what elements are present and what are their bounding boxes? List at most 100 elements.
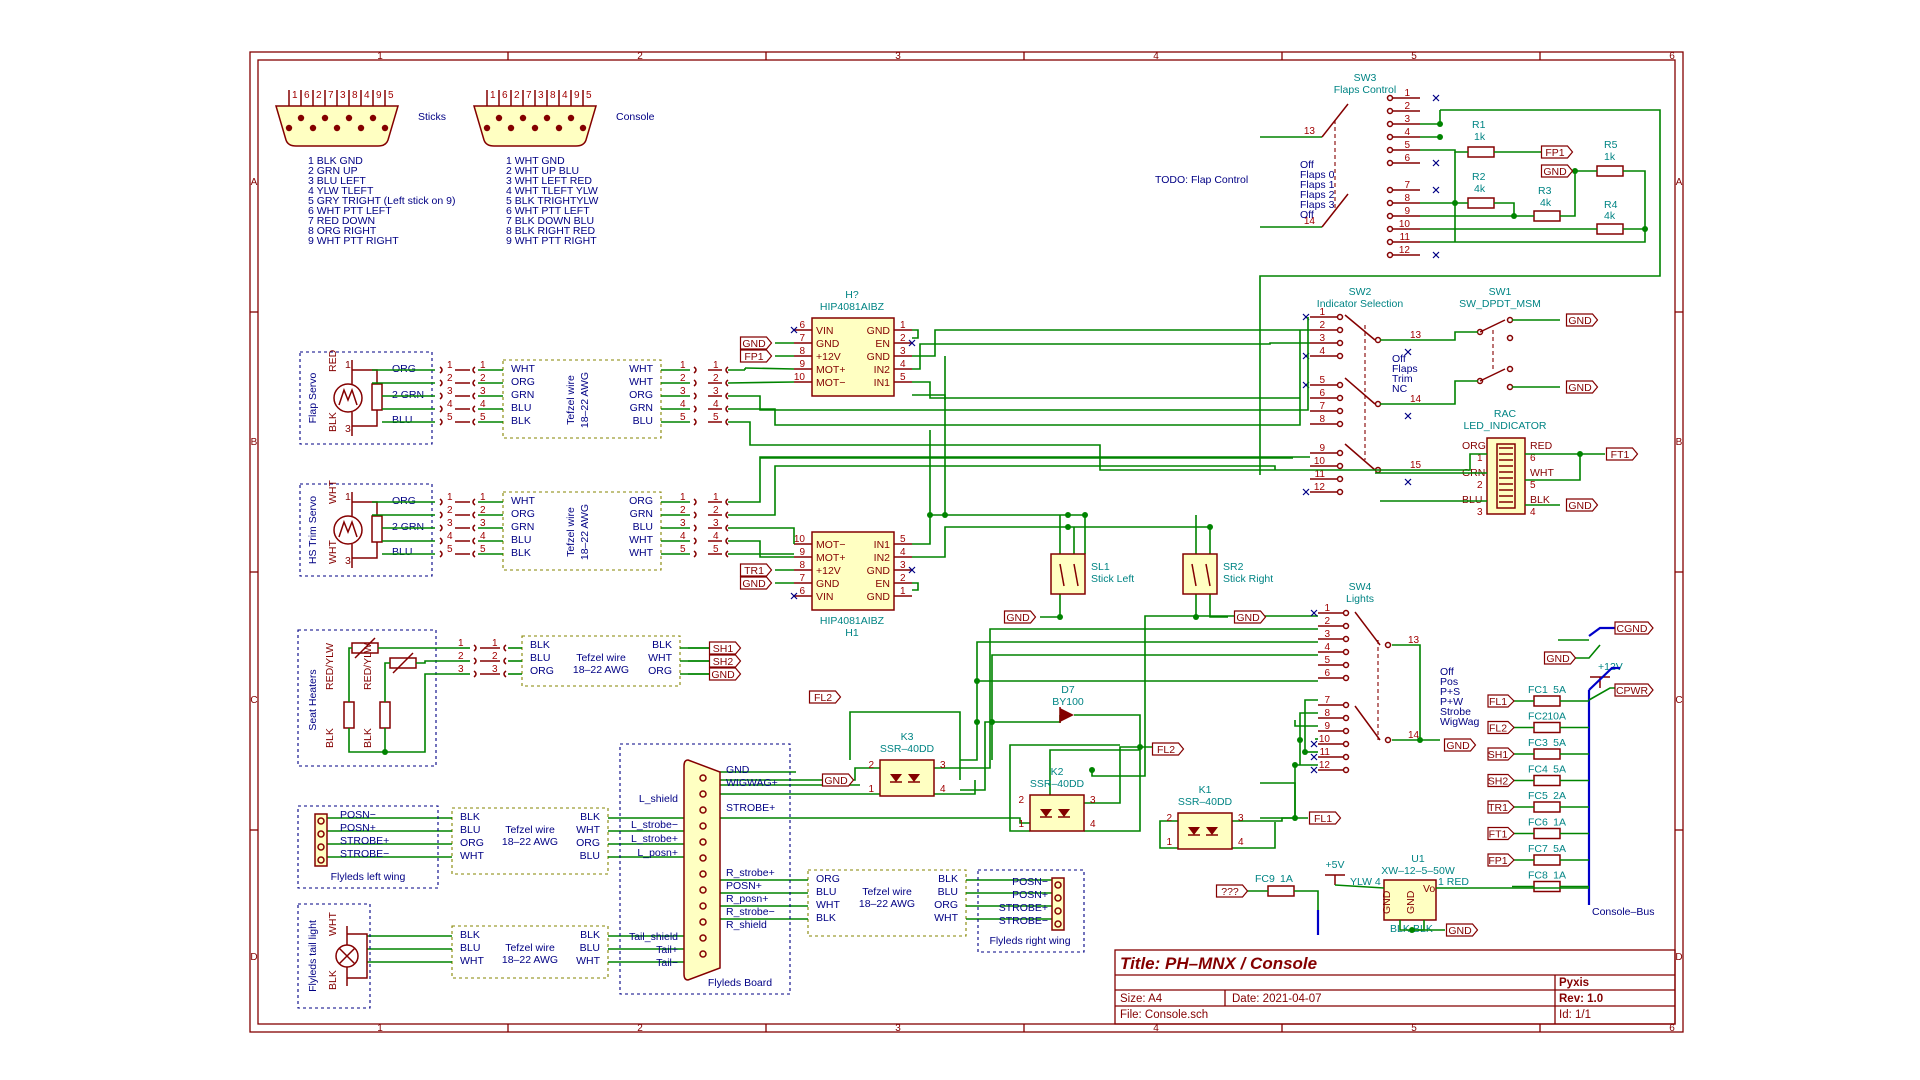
conn-pin-num: 1 [458, 638, 464, 649]
console-legend-line: 9 WHT PTT RIGHT [506, 235, 597, 247]
driver-pin-num: 7 [799, 333, 805, 344]
fuse-ref: FC7 [1528, 843, 1548, 855]
servo-wire-label: BLU [392, 546, 412, 558]
sw1-dpdt: SW1 SW_DPDT_MSM [1380, 286, 1560, 405]
junction-dot [1302, 749, 1308, 755]
junction-dot [1082, 512, 1088, 518]
net-label-text: TR1 [744, 565, 764, 577]
rac-pin-label: ORG [1462, 440, 1486, 452]
cable-wire-out: ORG [648, 665, 672, 677]
driver-pin-label: IN2 [874, 552, 891, 564]
no-connect-mark [1432, 159, 1440, 167]
sw2-pin-number: 11 [1315, 469, 1326, 480]
net-label-gnd: GND [821, 773, 855, 787]
junction-dot [1292, 815, 1298, 821]
row-label: D [1675, 952, 1682, 963]
flap-servo-bot-wire: BLK [327, 412, 339, 432]
cable-box-left-wing [451, 807, 609, 875]
flyleds-board-tail-pin: Tail− [656, 957, 678, 969]
seat-wire-label: BLK [324, 728, 336, 748]
flyleds-right-pin: POSN− [1012, 876, 1048, 888]
cable-wire-out: ORG [629, 389, 653, 401]
rac-led-indicator: RAC LED_INDICATOR ORG1GRN2BLU3RED6WHT5BL… [1375, 408, 1605, 518]
console-legend-line: 6 WHT PTT LEFT [506, 205, 590, 217]
conn-pin-num: 5 [680, 544, 686, 555]
db9-pin-number: 5 [388, 90, 394, 101]
row-label: B [1676, 437, 1683, 448]
fuse-rating: 5A [1553, 737, 1566, 749]
cable-wire-in: BLU [530, 652, 550, 664]
cable-wire-out: WHT [576, 824, 600, 836]
sw3-pin-number: 2 [1404, 101, 1410, 112]
sw3-pin-number: 8 [1404, 193, 1410, 204]
sw3-position-label: Flaps 3 [1300, 199, 1335, 211]
conn-pin-num: 1 [680, 360, 686, 371]
col-label: 5 [1411, 1023, 1417, 1034]
sw4-value: Lights [1346, 593, 1374, 605]
conn-pin-num: 3 [492, 664, 498, 675]
cable-wire-in: BLK [460, 811, 480, 823]
cable-wire-out: BLU [633, 521, 653, 533]
flap-servo-pin: 1 [345, 359, 351, 371]
driver-pin-label: GND [816, 338, 840, 350]
conn-pin-num: 1 [480, 492, 486, 503]
driver-pin-num: 3 [900, 560, 906, 571]
net-label-text: GND [824, 775, 848, 787]
junction-dot [1089, 767, 1095, 773]
driver-pin-label: GND [867, 325, 891, 337]
company-text: Pyxis [1559, 977, 1589, 989]
no-connect-mark [790, 326, 798, 334]
flyleds-right-wing: Flyleds right wing POSN−POSN+STROBE+STRO… [977, 869, 1085, 953]
net-label-gnd: GND [1565, 498, 1599, 512]
flyleds-board-right-pin: STROBE+ [726, 802, 775, 814]
seat-wire-label: RED/YLW [362, 643, 374, 690]
no-connect-mark [1404, 412, 1412, 420]
col-label: 2 [637, 51, 643, 62]
r4-ref: R4 [1604, 199, 1618, 211]
title-text: Title: PH–MNX / Console [1120, 954, 1317, 973]
cable-wire-out: WHT [629, 376, 653, 388]
driver-bottom-ref: H1 [845, 627, 859, 639]
sw3-position-label: Off [1300, 209, 1314, 221]
driver-top-ref: H? [845, 289, 859, 301]
net-label-text: GND [1236, 612, 1260, 624]
net-label-text: FP1 [1545, 147, 1564, 159]
net-label-text: FP1 [744, 351, 763, 363]
net-label-cgnd: CGND [1614, 621, 1654, 635]
col-label: 1 [377, 1023, 383, 1034]
sw2-position-label: NC [1392, 383, 1408, 395]
sw3-ref: SW3 [1354, 72, 1377, 84]
cable-box-flap [502, 359, 662, 439]
u1-inner: Vo [1423, 883, 1435, 895]
conn-pin-num: 4 [480, 531, 486, 542]
rac-ref: RAC [1494, 408, 1517, 420]
conn-pin-num: 4 [680, 531, 686, 542]
conn-pin-num: 4 [680, 399, 686, 410]
r5-value: 1k [1604, 151, 1616, 163]
flyleds-board-tail-pin: Tail+ [656, 944, 678, 956]
cable-wire-in: BLU [511, 534, 531, 546]
col-label: 3 [895, 51, 901, 62]
cable-wire-out: ORG [629, 495, 653, 507]
net-label-text: GND [1546, 653, 1570, 665]
todo-note: TODO: Flap Control [1155, 174, 1248, 186]
driver-pin-num: 2 [900, 573, 906, 584]
conn-pin-num: 4 [447, 531, 453, 542]
sw2-pin-number: 5 [1319, 375, 1325, 386]
fuse-rating: 2A [1553, 790, 1566, 802]
no-connect-mark [1310, 753, 1318, 761]
fuse-net-label: FL1 [1489, 696, 1507, 708]
rac-pin-num: 3 [1477, 507, 1483, 518]
rac-value: LED_INDICATOR [1463, 420, 1546, 432]
sw3-pin-number: 3 [1404, 114, 1410, 125]
fuse-rating: 5A [1553, 843, 1566, 855]
net-label-text: SH2 [713, 656, 734, 668]
net-label-text: FL2 [814, 692, 832, 704]
driver-pin-num: 3 [900, 346, 906, 357]
cable-wire-out: WHT [934, 912, 958, 924]
